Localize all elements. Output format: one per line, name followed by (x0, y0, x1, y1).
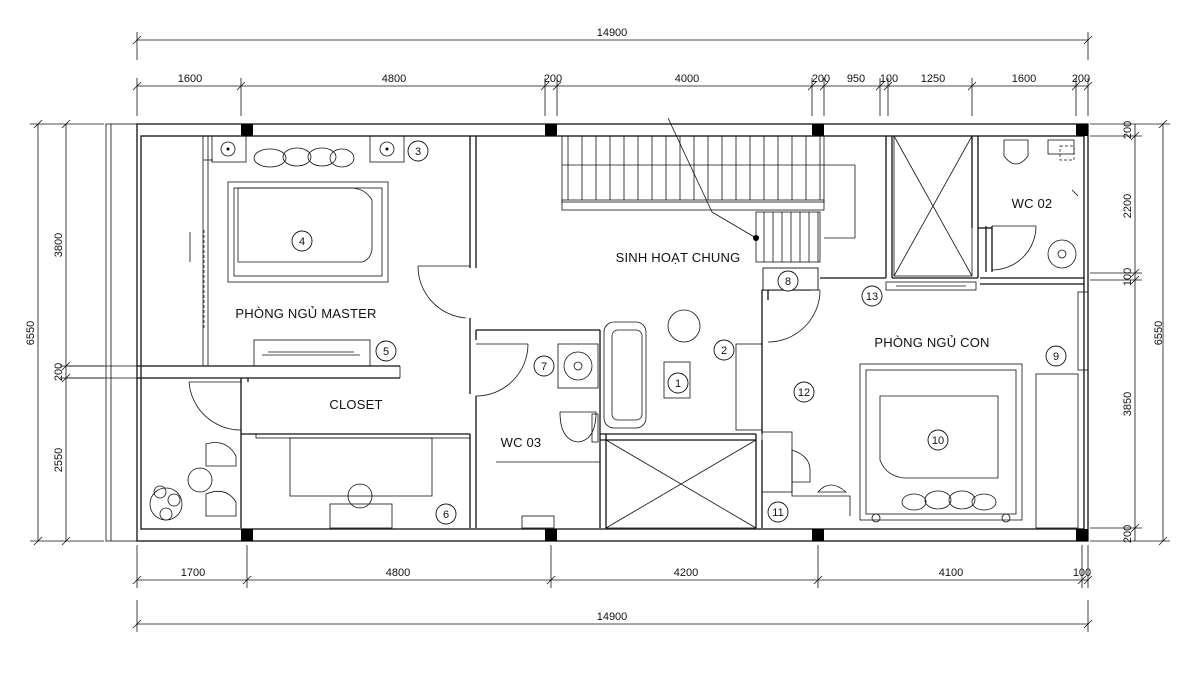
dim-top-seg: 1600 (178, 73, 202, 85)
svg-text:7: 7 (541, 361, 547, 373)
svg-text:5: 5 (383, 346, 389, 358)
dim-top-seg: 200 (1072, 73, 1090, 85)
dim-bottom-seg: 4100 (939, 567, 963, 579)
dim-top-seg: 1600 (1012, 73, 1036, 85)
callout-bubble: 9 (1045, 345, 1067, 367)
callout-bubble: 5 (375, 340, 397, 362)
dim-top-seg: 4800 (382, 73, 406, 85)
callout-bubble: 10 (927, 429, 949, 451)
wc02-fixtures (991, 139, 1079, 271)
dim-right-inner: 3850 (1122, 392, 1134, 416)
dim-top-seg: 1250 (921, 73, 945, 85)
svg-text:2: 2 (721, 345, 727, 357)
dimension-labels: 14900 1600 4800 200 4000 200 950 100 125… (25, 27, 1165, 623)
svg-text:12: 12 (798, 387, 810, 399)
staircase (561, 117, 856, 291)
callout-bubble: 12 (793, 381, 815, 403)
svg-text:8: 8 (785, 276, 791, 288)
dim-right-inner: 200 (1122, 121, 1134, 139)
svg-text:9: 9 (1053, 351, 1059, 363)
callout-bubble: 2 (713, 339, 735, 361)
svg-text:4: 4 (299, 236, 305, 248)
svg-text:11: 11 (772, 507, 783, 519)
room-label-wc02: WC 02 (1012, 196, 1053, 211)
master-bedroom-furniture (189, 135, 470, 367)
dimension-lines (30, 32, 1170, 632)
callout-bubble: 8 (777, 270, 799, 292)
callout-bubble: 1 (667, 372, 689, 394)
svg-text:1: 1 (675, 378, 681, 390)
dim-top-seg: 100 (880, 73, 898, 85)
room-label-living: SINH HOẠT CHUNG (616, 250, 741, 265)
svg-text:6: 6 (443, 509, 449, 521)
dim-top-seg: 200 (812, 73, 830, 85)
dim-top-total: 14900 (597, 27, 628, 39)
room-labels: PHÒNG NGỦ MASTER SINH HOẠT CHUNG WC 02 C… (235, 196, 1052, 450)
svg-text:10: 10 (932, 435, 944, 447)
dim-right-outer: 6550 (1153, 321, 1165, 345)
closet-furniture (149, 381, 471, 529)
structural-columns (241, 124, 1088, 541)
open-shafts (605, 135, 973, 529)
dim-left-inner: 3800 (53, 233, 65, 257)
room-label-closet: CLOSET (329, 397, 382, 412)
callout-bubble: 3 (407, 140, 429, 162)
dim-bottom-seg: 4800 (386, 567, 410, 579)
living-furniture (603, 309, 763, 431)
callout-bubble: 11 (767, 501, 789, 523)
dim-right-inner: 200 (1122, 525, 1134, 543)
callouts: 1 2 3 4 5 6 7 8 9 10 11 12 13 (291, 140, 1067, 525)
room-label-wc03: WC 03 (501, 435, 542, 450)
dim-top-seg: 200 (544, 73, 562, 85)
dim-left-inner: 2550 (53, 448, 65, 472)
child-bedroom-furniture (761, 281, 1079, 529)
dim-left-inner: 200 (53, 363, 65, 381)
callout-bubble: 13 (861, 285, 883, 307)
callout-bubble: 4 (291, 230, 313, 252)
callout-bubble: 6 (435, 503, 457, 525)
dim-bottom-seg: 100 (1073, 567, 1091, 579)
dim-top-seg: 4000 (675, 73, 699, 85)
walls (66, 123, 1089, 542)
dim-left-outer: 6550 (25, 321, 37, 345)
dim-bottom-seg: 1700 (181, 567, 205, 579)
dim-top-seg: 950 (847, 73, 865, 85)
wc03-fixtures (475, 343, 600, 529)
dim-right-inner: 2200 (1122, 194, 1134, 218)
callout-bubble: 7 (533, 355, 555, 377)
svg-text:3: 3 (415, 146, 421, 158)
dim-right-inner: 100 (1122, 268, 1134, 286)
dim-bottom-total: 14900 (597, 611, 628, 623)
svg-text:13: 13 (866, 291, 878, 303)
dim-bottom-seg: 4200 (674, 567, 698, 579)
room-label-master-bedroom: PHÒNG NGỦ MASTER (235, 306, 376, 321)
room-label-child-bedroom: PHÒNG NGỦ CON (874, 335, 989, 350)
